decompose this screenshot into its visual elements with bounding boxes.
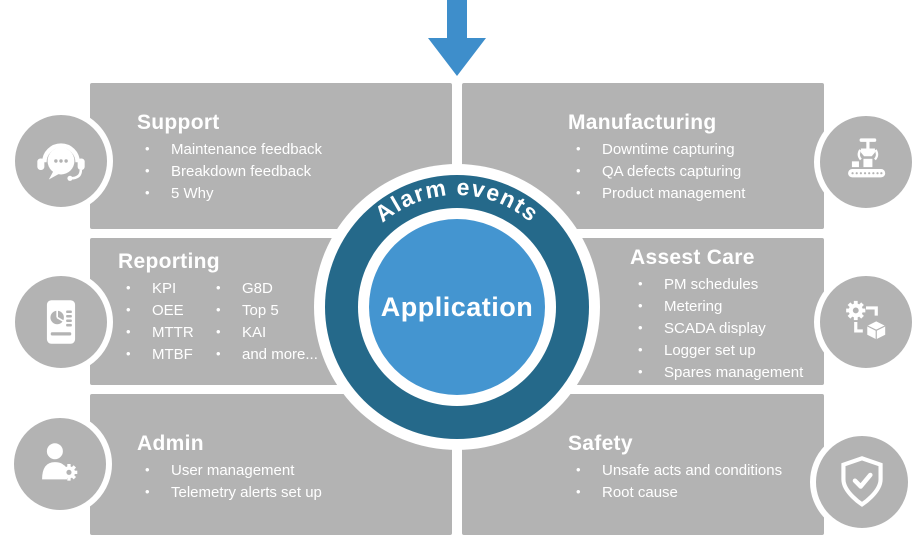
manufacturing-bullet-list: Downtime capturing QA defects capturing … <box>568 139 824 205</box>
bullet-item: QA defects capturing <box>568 161 824 183</box>
safety-bullet-list: Unsafe acts and conditions Root cause <box>568 460 824 504</box>
admin-bullet-list: User management Telemetry alerts set up <box>137 460 452 504</box>
support-icon-circle <box>9 109 113 213</box>
application-label: Application <box>380 291 534 322</box>
bullet-item: Maintenance feedback <box>137 139 452 161</box>
bullet-item: KAI <box>208 322 318 344</box>
bullet-item: MTTR <box>118 322 208 344</box>
bullet-item: User management <box>137 460 452 482</box>
bullet-item: Root cause <box>568 482 824 504</box>
asset-care-icon-circle <box>814 270 916 374</box>
safety-icon-circle <box>810 430 914 534</box>
reporting-columns: KPI OEE MTTR MTBF G8D Top 5 KAI and more… <box>118 274 452 366</box>
bullet-item: and more... <box>208 344 318 366</box>
bullet-item: Product management <box>568 183 824 205</box>
panel-support: Support Maintenance feedback Breakdown f… <box>90 83 452 229</box>
reporting-icon-circle <box>9 270 113 374</box>
bullet-item: Metering <box>630 296 824 318</box>
bullet-item: Telemetry alerts set up <box>137 482 452 504</box>
headset-chat-icon <box>37 143 85 181</box>
asset-care-bullet-list: PM schedules Metering SCADA display Logg… <box>630 274 824 384</box>
bullet-item: G8D <box>208 278 318 300</box>
bullet-item: KPI <box>118 278 208 300</box>
report-piechart-icon <box>46 300 76 344</box>
bullet-item: SCADA display <box>630 318 824 340</box>
panel-title-asset-care: Assest Care <box>630 246 755 269</box>
center-circle-group: Application Alarm events <box>314 164 600 450</box>
panel-title-support: Support <box>137 111 220 134</box>
panel-title-reporting: Reporting <box>118 250 220 273</box>
assembly-line-icon <box>848 138 886 178</box>
bullet-item: Unsafe acts and conditions <box>568 460 824 482</box>
center-gap-ring: Application <box>358 208 556 406</box>
bullet-item: Breakdown feedback <box>137 161 452 183</box>
manufacturing-icon-circle <box>814 110 916 214</box>
bullet-item: Logger set up <box>630 340 824 362</box>
bullet-item: 5 Why <box>137 183 452 205</box>
reporting-bullet-list-col1: KPI OEE MTTR MTBF <box>118 278 208 366</box>
bullet-item: Top 5 <box>208 300 318 322</box>
down-arrow-icon <box>428 0 486 76</box>
shield-check-icon <box>841 456 883 507</box>
panel-title-safety: Safety <box>568 432 633 455</box>
admin-icon-circle <box>8 412 112 516</box>
bullet-item: PM schedules <box>630 274 824 296</box>
bullet-item: OEE <box>118 300 208 322</box>
reporting-bullet-list-col2: G8D Top 5 KAI and more... <box>208 278 318 366</box>
bullet-item: MTBF <box>118 344 208 366</box>
center-outer-ring: Application <box>314 164 600 450</box>
gear-cube-icon <box>846 300 886 340</box>
user-gear-icon <box>42 443 78 481</box>
application-core: Application <box>369 219 545 395</box>
panels-grid: Support Maintenance feedback Breakdown f… <box>85 78 829 540</box>
bullet-item: Downtime capturing <box>568 139 824 161</box>
bullet-item: Spares management <box>630 362 824 384</box>
panel-title-manufacturing: Manufacturing <box>568 111 717 134</box>
alarm-events-ring: Application <box>325 175 589 439</box>
support-bullet-list: Maintenance feedback Breakdown feedback … <box>137 139 452 205</box>
panel-title-admin: Admin <box>137 432 204 455</box>
